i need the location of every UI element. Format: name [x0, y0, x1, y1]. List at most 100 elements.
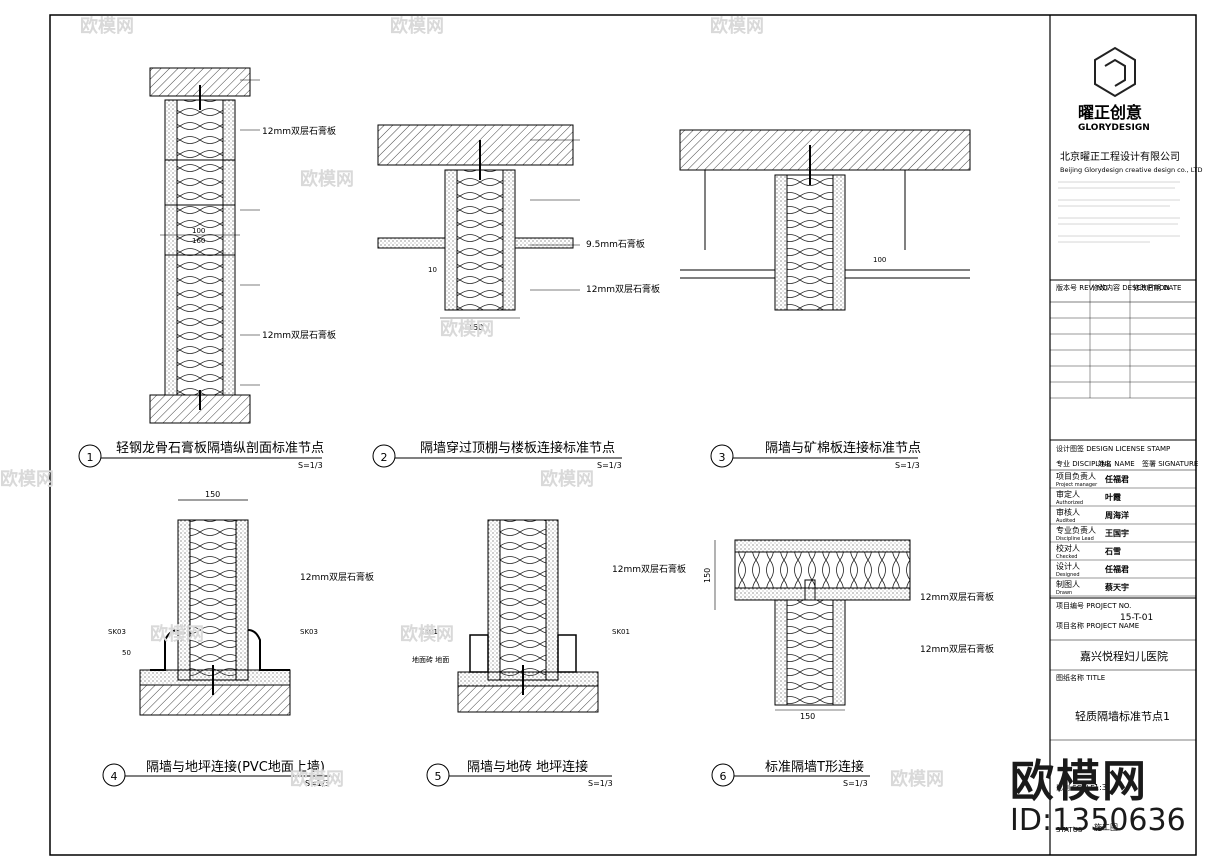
col-name: 姓名 NAME	[1098, 459, 1135, 468]
rev-no-cn: 版本号 REV. NO.	[1056, 283, 1110, 292]
detail-caption-5: 5 隔墙与地砖 地坪连接 S=1/3	[426, 759, 613, 788]
col-discipline: 专业 DISCIPLINE	[1056, 459, 1111, 468]
detail-caption-3: 3 隔墙与矿棉板连接标准节点 S=1/3	[710, 440, 921, 470]
detail-1-dim-100: 100	[192, 227, 205, 235]
svg-text:5: 5	[435, 770, 442, 783]
detail-caption-6: 6 标准隔墙T形连接 S=1/3	[711, 759, 870, 788]
role-en: Project manager	[1056, 482, 1098, 488]
project-name: 嘉兴悦程妇儿医院	[1080, 649, 1168, 663]
detail-caption-4: 4 隔墙与地坪连接(PVC地面上墙) S=1/3	[102, 759, 330, 788]
copyright-text-block	[1058, 181, 1180, 243]
svg-text:隔墙与矿棉板连接标准节点: 隔墙与矿棉板连接标准节点	[765, 440, 921, 456]
role-name: 蔡天宇	[1104, 582, 1129, 592]
detail-6-label-board12-b: 12mm双层石膏板	[920, 643, 994, 655]
detail-1-label-board-a: 12mm双层石膏板	[262, 125, 336, 137]
detail-1-drawing	[149, 67, 260, 424]
role-en: Audited	[1056, 518, 1075, 524]
status-value: 施工图	[1094, 822, 1118, 832]
role-cn: 设计人	[1056, 561, 1080, 571]
svg-text:S=1/3: S=1/3	[597, 461, 622, 470]
role-cn: 专业负责人	[1056, 525, 1096, 535]
role-en: Designed	[1056, 572, 1080, 578]
col-sign: 签署 SIGNATURE	[1142, 459, 1198, 468]
role-cn: 制图人	[1056, 579, 1080, 589]
detail-2-dim-10: 10	[428, 266, 437, 274]
role-cn: 审定人	[1056, 489, 1080, 499]
logo-cn: 曜正创意	[1078, 103, 1142, 122]
detail-4-skirting-left: SK03	[108, 628, 126, 636]
svg-text:隔墙穿过顶棚与楼板连接标准节点: 隔墙穿过顶棚与楼板连接标准节点	[420, 440, 615, 456]
detail-caption-2: 2 隔墙穿过顶棚与楼板连接标准节点 S=1/3	[372, 440, 622, 470]
detail-6-dim-150-h: 150	[800, 712, 815, 721]
role-en: Discipline Lead	[1056, 536, 1094, 542]
detail-6-label-board12-a: 12mm双层石膏板	[920, 591, 994, 603]
detail-4-dim-150: 150	[205, 490, 220, 499]
role-en: Drawn	[1056, 590, 1072, 596]
rev-date: 修改日期 DATE	[1133, 283, 1181, 292]
detail-1-label-board-b: 12mm双层石膏板	[262, 329, 336, 341]
svg-text:S=1/3: S=1/3	[298, 461, 323, 470]
detail-2-label-board12: 12mm双层石膏板	[586, 283, 660, 295]
sheet-border	[49, 14, 1197, 856]
svg-text:隔墙与地坪连接(PVC地面上墙): 隔墙与地坪连接(PVC地面上墙)	[146, 759, 325, 775]
project-no-label: 项目编号 PROJECT NO.	[1056, 601, 1131, 610]
role-name: 任福君	[1104, 474, 1129, 484]
role-name: 任福君	[1104, 564, 1129, 574]
drawing-title-label: 图纸名称 TITLE	[1056, 673, 1105, 682]
role-cn: 项目负责人	[1056, 471, 1096, 481]
detail-caption-1: 1 轻钢龙骨石膏板隔墙纵剖面标准节点 S=1/3	[78, 440, 324, 470]
scale-value: 1:3	[1094, 783, 1107, 792]
role-en: Authorized	[1056, 500, 1083, 506]
company-en: Beijing Glorydesign creative design co.,…	[1060, 166, 1202, 174]
project-no: 15-T-01	[1120, 613, 1153, 623]
svg-text:修改内容 DESCRIPTION: 修改内容 DESCRIPTION	[1092, 283, 1170, 292]
scale-label: 比例 SCALE	[1056, 783, 1095, 792]
detail-3-dim-100: 100	[873, 256, 886, 264]
svg-text:S=1/3: S=1/3	[895, 461, 920, 470]
detail-2-label-board95: 9.5mm石膏板	[586, 238, 645, 250]
svg-text:S=1/3: S=1/3	[843, 779, 868, 788]
watermark-brand: 欧模网 ID:1350636	[1010, 745, 1186, 838]
project-name-label: 项目名称 PROJECT NAME	[1056, 621, 1139, 630]
detail-1-dim-160: 160	[192, 237, 205, 245]
detail-2-dim-150: 150	[468, 323, 483, 332]
role-name: 周海洋	[1105, 510, 1129, 520]
design-stamp: 设计图签 DESIGN LICENSE STAMP	[1056, 444, 1170, 453]
detail-4-skirting-right: SK03	[300, 628, 318, 636]
drawing-title: 轻质隔墙标准节点1	[1075, 709, 1170, 723]
detail-6-drawing	[714, 539, 911, 711]
role-name: 叶霞	[1105, 492, 1121, 502]
svg-text:修改日期 DATE: 修改日期 DATE	[1133, 283, 1181, 292]
svg-text:S=1/3: S=1/3	[305, 779, 330, 788]
detail-4-label-board12: 12mm双层石膏板	[300, 571, 374, 583]
detail-4-drawing	[139, 499, 291, 716]
svg-text:3: 3	[719, 451, 726, 464]
detail-5-label-board12: 12mm双层石膏板	[612, 563, 686, 575]
role-en: Checked	[1056, 554, 1077, 560]
role-cn: 校对人	[1056, 543, 1080, 553]
rev-desc: 修改内容 DESCRIPTION	[1092, 283, 1170, 292]
detail-5-skirting-left: SK01	[420, 628, 438, 636]
role-name: 王国宇	[1105, 528, 1129, 538]
status-label: STATUS	[1056, 826, 1083, 834]
svg-text:4: 4	[111, 770, 118, 783]
svg-text:版本号 REV. NO.: 版本号 REV. NO.	[1056, 283, 1110, 292]
detail-4-dim-50: 50	[122, 649, 131, 657]
logo-en: GLORYDESIGN	[1078, 123, 1150, 133]
detail-5-skirting-right: SK01	[612, 628, 630, 636]
svg-text:轻钢龙骨石膏板隔墙纵剖面标准节点: 轻钢龙骨石膏板隔墙纵剖面标准节点	[116, 440, 324, 456]
detail-5-drawing	[457, 519, 599, 713]
company-cn: 北京曜正工程设计有限公司	[1060, 150, 1180, 163]
svg-text:标准隔墙T形连接: 标准隔墙T形连接	[765, 759, 864, 775]
detail-5-floor-label: 地面砖 地面	[412, 655, 449, 664]
svg-text:S=1/3: S=1/3	[588, 779, 613, 788]
watermark-brand-cn: 欧模网	[1010, 756, 1148, 807]
detail-3-drawing	[679, 129, 971, 311]
role-name: 石雪	[1104, 547, 1121, 556]
svg-text:1: 1	[87, 451, 94, 464]
svg-text:2: 2	[381, 451, 388, 464]
watermark-id: ID:1350636	[1010, 803, 1186, 838]
company-logo-icon	[1094, 46, 1136, 98]
